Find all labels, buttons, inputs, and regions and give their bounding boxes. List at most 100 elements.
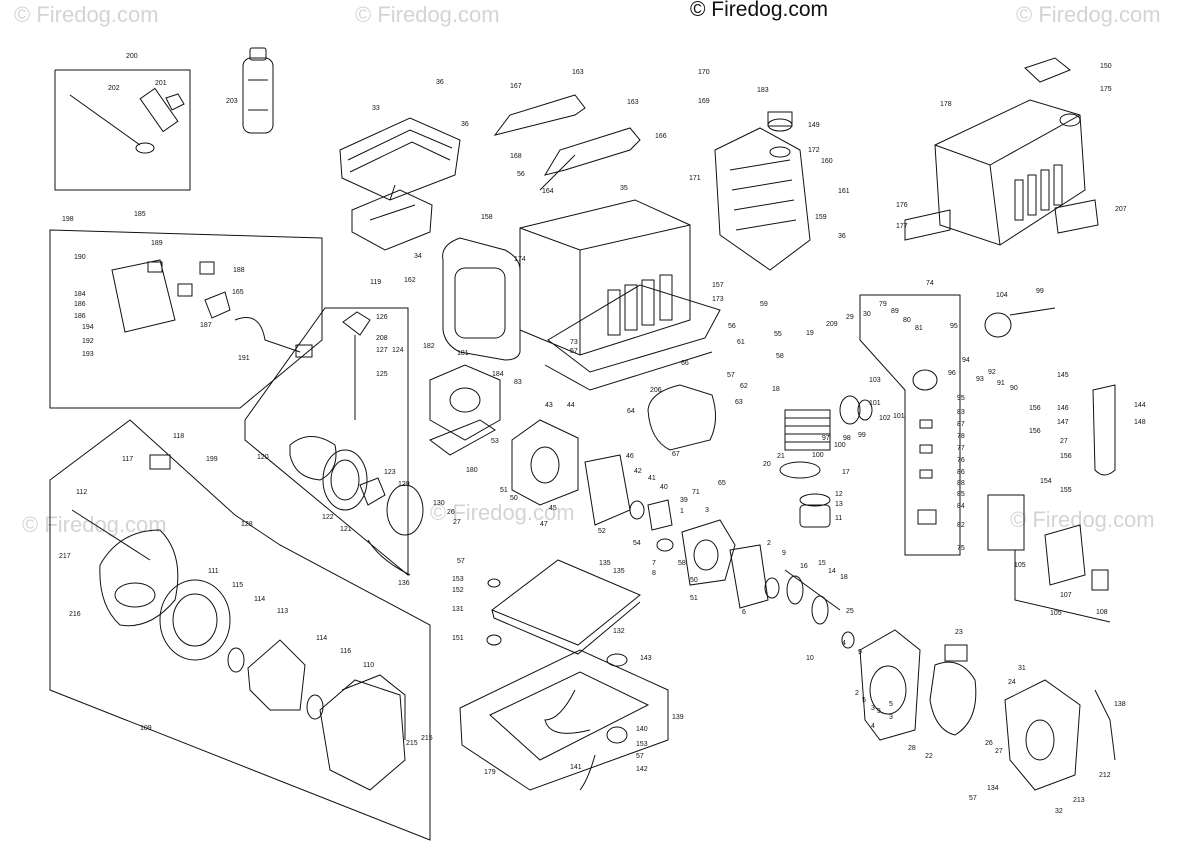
callout-125: 125 — [376, 371, 388, 378]
callout-62: 62 — [740, 383, 748, 390]
callout-22: 22 — [925, 753, 933, 760]
engine-cylinder — [779, 395, 873, 528]
callout-180: 180 — [466, 467, 478, 474]
callout-208: 208 — [376, 335, 388, 342]
callout-19: 19 — [806, 330, 814, 337]
callout-163: 163 — [572, 69, 584, 76]
callout-103: 103 — [869, 377, 881, 384]
callout-54: 54 — [633, 540, 641, 547]
callout-142: 142 — [636, 766, 648, 773]
callout-138: 138 — [1114, 701, 1126, 708]
callout-215: 215 — [421, 735, 433, 742]
callout-92: 92 — [988, 369, 996, 376]
callout-170: 170 — [698, 69, 710, 76]
callout-172: 172 — [808, 147, 820, 154]
callout-34: 34 — [414, 253, 422, 260]
callout-202: 202 — [108, 85, 120, 92]
callout-14: 14 — [828, 568, 836, 575]
callout-13: 13 — [835, 501, 843, 508]
callout-27: 27 — [1060, 438, 1068, 445]
carburetor-box — [859, 294, 961, 556]
callout-150: 150 — [1100, 63, 1112, 70]
control-panel-box — [49, 229, 323, 409]
callout-178: 178 — [940, 101, 952, 108]
callout-79: 79 — [879, 301, 887, 308]
callout-185: 185 — [134, 211, 146, 218]
callout-127: 127 — [376, 347, 388, 354]
callout-158: 158 — [481, 214, 493, 221]
callout-212: 212 — [1099, 772, 1111, 779]
callout-101: 101 — [869, 400, 881, 407]
callout-93: 93 — [976, 376, 984, 383]
callout-90: 90 — [1010, 385, 1018, 392]
callout-64: 64 — [627, 408, 635, 415]
callout-23: 23 — [955, 629, 963, 636]
callout-200: 200 — [126, 53, 138, 60]
callout-148: 148 — [1134, 419, 1146, 426]
callout-115: 115 — [232, 582, 243, 589]
callout-146: 146 — [1057, 405, 1069, 412]
callout-147: 147 — [1057, 419, 1069, 426]
callout-18: 18 — [840, 574, 848, 581]
callout-82: 82 — [957, 522, 965, 529]
callout-88: 88 — [957, 480, 965, 487]
callout-51: 51 — [500, 487, 508, 494]
callout-35: 35 — [620, 185, 628, 192]
tool-kit-group — [54, 69, 191, 191]
watermark-top-left-2: © Firedog.com — [355, 2, 500, 27]
callout-76: 76 — [957, 457, 965, 464]
callout-131: 131 — [452, 606, 464, 613]
callout-12: 12 — [835, 491, 843, 498]
callout-206: 206 — [650, 387, 662, 394]
callout-16: 16 — [800, 563, 808, 570]
callout-31: 31 — [1018, 665, 1026, 672]
callout-59: 59 — [760, 301, 768, 308]
callout-129: 129 — [398, 481, 410, 488]
callout-29: 29 — [846, 314, 854, 321]
callout-114: 114 — [254, 596, 265, 603]
assembled-generator — [904, 57, 1099, 246]
callout-213: 213 — [1073, 797, 1085, 804]
alternator-box — [49, 419, 431, 841]
callout-51: 51 — [690, 595, 698, 602]
callout-171: 171 — [689, 175, 701, 182]
side-panel — [714, 127, 811, 271]
callout-164: 164 — [542, 188, 554, 195]
callout-56: 56 — [728, 323, 736, 330]
callout-174: 174 — [514, 256, 526, 263]
callout-36: 36 — [436, 79, 444, 86]
watermark-top-center: © Firedog.com — [690, 0, 829, 21]
callout-156: 156 — [1029, 428, 1041, 435]
callout-135: 135 — [599, 560, 611, 567]
callout-166: 166 — [655, 133, 667, 140]
callout-144: 144 — [1134, 402, 1146, 409]
callout-143: 143 — [640, 655, 652, 662]
callout-46: 46 — [626, 453, 634, 460]
callout-181: 181 — [457, 350, 469, 357]
callout-95: 95 — [957, 395, 965, 402]
callout-99: 99 — [858, 432, 866, 439]
callout-152: 152 — [452, 587, 464, 594]
frame-base — [459, 649, 669, 791]
callout-149: 149 — [808, 122, 820, 129]
callout-203: 203 — [226, 98, 238, 105]
callout-184: 184 — [492, 371, 504, 378]
callout-3: 3 — [889, 714, 893, 721]
fuel-cap — [767, 111, 793, 158]
callout-24: 24 — [1008, 679, 1016, 686]
callout-120: 120 — [257, 454, 269, 461]
callout-169: 169 — [698, 98, 710, 105]
callout-57: 57 — [969, 795, 977, 802]
callout-44: 44 — [567, 402, 575, 409]
callout-42: 42 — [634, 468, 642, 475]
callout-43: 43 — [545, 402, 553, 409]
callout-21: 21 — [777, 453, 785, 460]
callout-4: 4 — [842, 640, 846, 647]
callout-30: 30 — [863, 311, 871, 318]
callout-28: 28 — [908, 745, 916, 752]
callout-71: 71 — [692, 489, 700, 496]
callout-65: 65 — [718, 480, 726, 487]
callout-87: 87 — [957, 421, 965, 428]
